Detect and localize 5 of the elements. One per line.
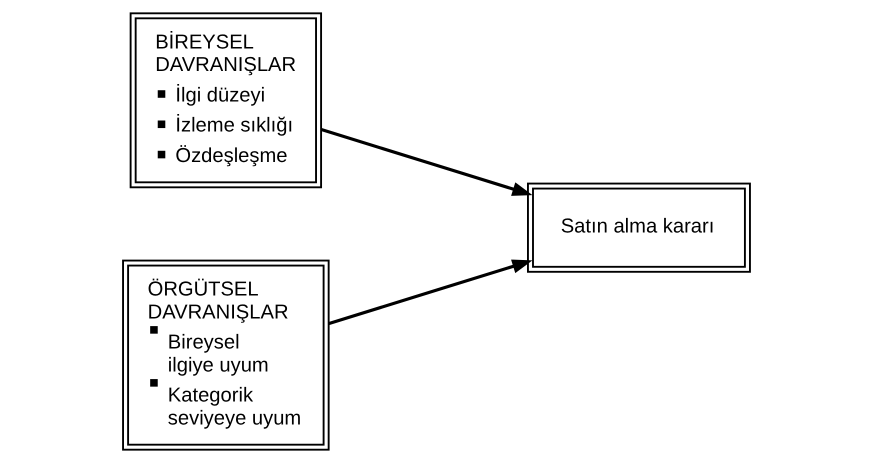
- node-box: Satın alma kararı: [526, 182, 750, 273]
- node-box: ÖRGÜTSEL DAVRANIŞLAR Bireysel ilgiye uyum Kategorik seviyeye uyum: [122, 260, 330, 451]
- node-box: BİREYSEL DAVRANIŞLAR İlgi düzeyi İzleme sıklığı Özdeşleşme: [129, 12, 322, 188]
- arrow: [320, 128, 532, 196]
- arrow: [328, 260, 532, 325]
